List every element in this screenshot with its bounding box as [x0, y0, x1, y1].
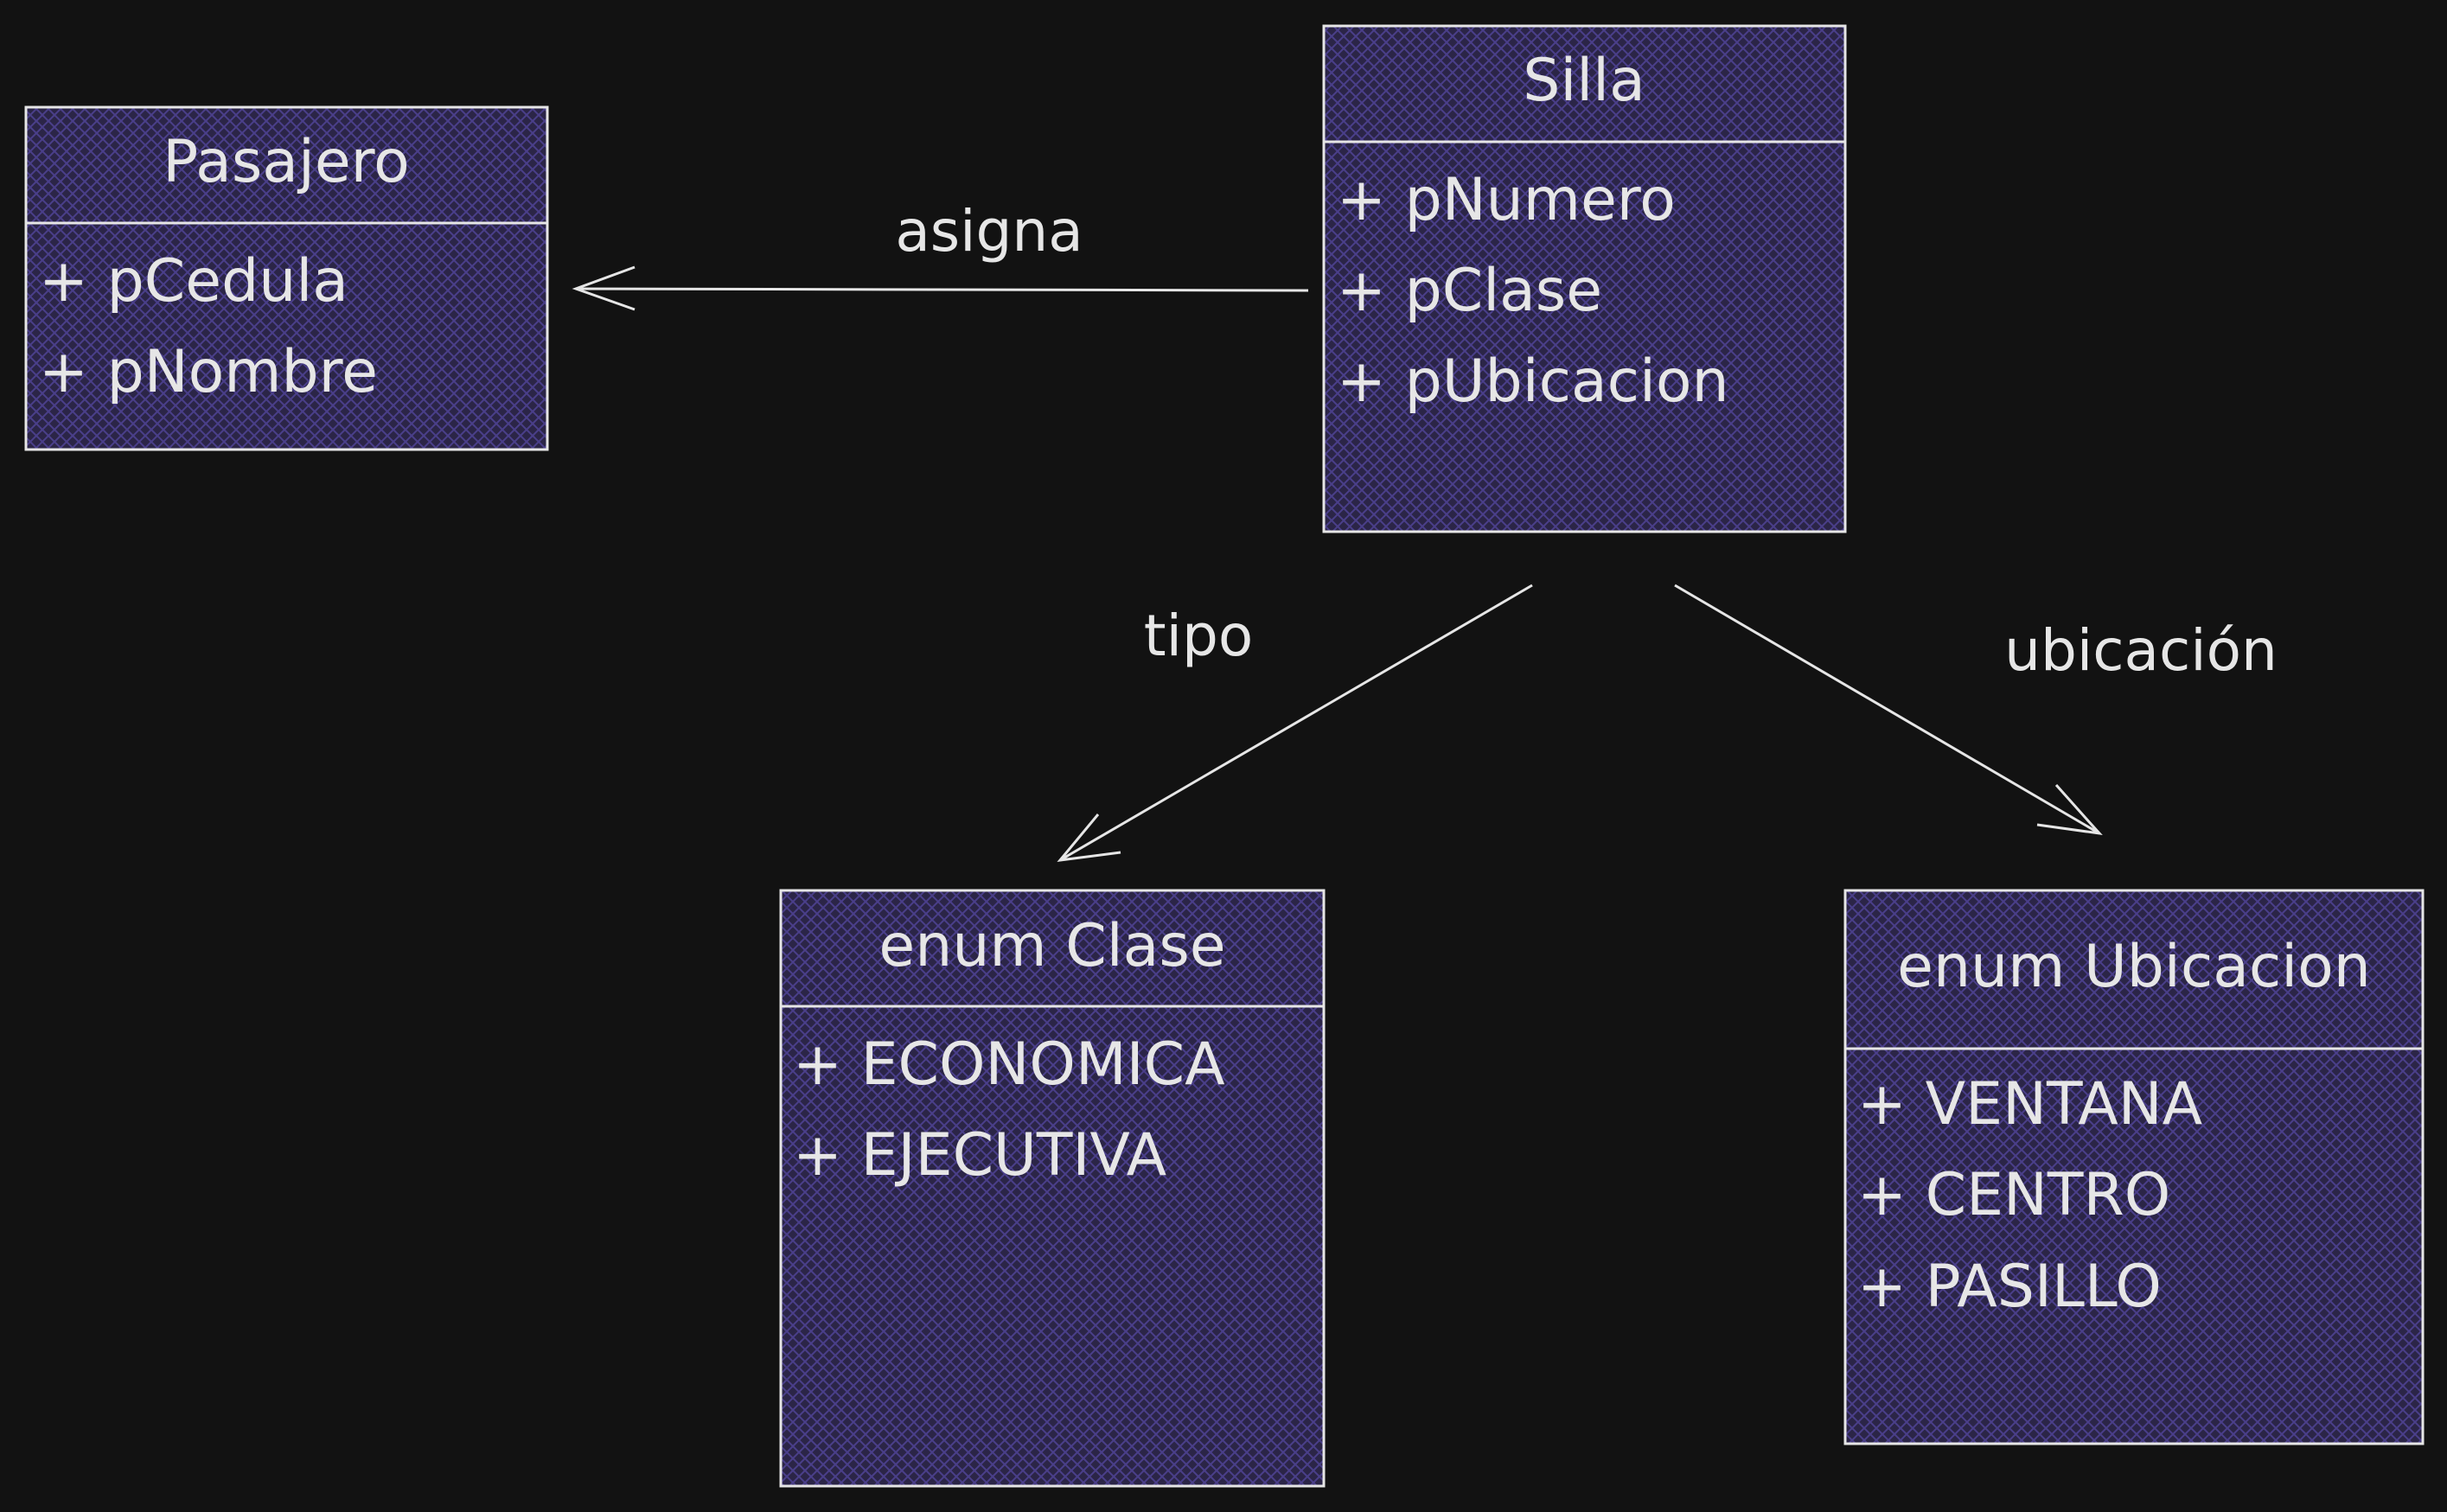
- relation-ubicacion-line: [1674, 584, 2100, 835]
- class-title-enum-ubicacion: enum Ubicacion: [1897, 933, 2371, 1001]
- class-box-silla[interactable]: Silla + pNumero + pClase + pUbicacion: [1322, 24, 1847, 533]
- attribute-pnumero: + pNumero: [1337, 166, 1676, 234]
- class-box-pasajero[interactable]: Pasajero + pCedula + pNombre: [24, 105, 549, 451]
- enum-value-ejecutiva: + EJECUTIVA: [793, 1121, 1166, 1190]
- relation-ubicacion-arrow[interactable]: [1674, 584, 2103, 836]
- relation-asigna-line: [575, 287, 1309, 292]
- relation-label-tipo: tipo: [1144, 603, 1254, 669]
- class-box-enum-clase[interactable]: enum Clase + ECONOMICA + EJECUTIVA: [779, 889, 1326, 1488]
- attribute-pcedula: + pCedula: [39, 247, 348, 316]
- class-box-enum-ubicacion-frame: [1843, 889, 2425, 1445]
- relation-tipo-arrow[interactable]: [1057, 584, 1533, 862]
- relation-asigna-arrow[interactable]: [572, 265, 1309, 311]
- enum-value-pasillo: + PASILLO: [1857, 1253, 2162, 1321]
- enum-value-centro: + CENTRO: [1857, 1161, 2170, 1229]
- enum-value-ventana: + VENTANA: [1857, 1070, 2202, 1139]
- attribute-pnombre: + pNombre: [39, 338, 378, 406]
- relation-tipo-line: [1059, 584, 1533, 862]
- relation-label-ubicacion: ubicación: [2004, 617, 2278, 684]
- arrowhead-ubicacion: [2036, 784, 2103, 836]
- class-title-pasajero: Pasajero: [163, 128, 410, 196]
- arrowhead-asigna: [572, 265, 636, 311]
- class-box-pasajero-frame: [24, 105, 549, 451]
- class-title-enum-clase: enum Clase: [878, 912, 1225, 980]
- class-box-enum-ubicacion[interactable]: enum Ubicacion + VENTANA + CENTRO + PASI…: [1843, 889, 2425, 1445]
- class-box-silla-frame: [1322, 24, 1847, 533]
- enum-value-economica: + ECONOMICA: [793, 1030, 1225, 1099]
- attribute-pclase: + pClase: [1337, 257, 1602, 325]
- class-box-enum-clase-frame: [779, 889, 1326, 1488]
- class-title-silla: Silla: [1523, 47, 1645, 115]
- arrowhead-tipo: [1057, 813, 1121, 862]
- attribute-pubicacion: + pUbicacion: [1337, 348, 1729, 416]
- relation-label-asigna: asigna: [895, 198, 1083, 265]
